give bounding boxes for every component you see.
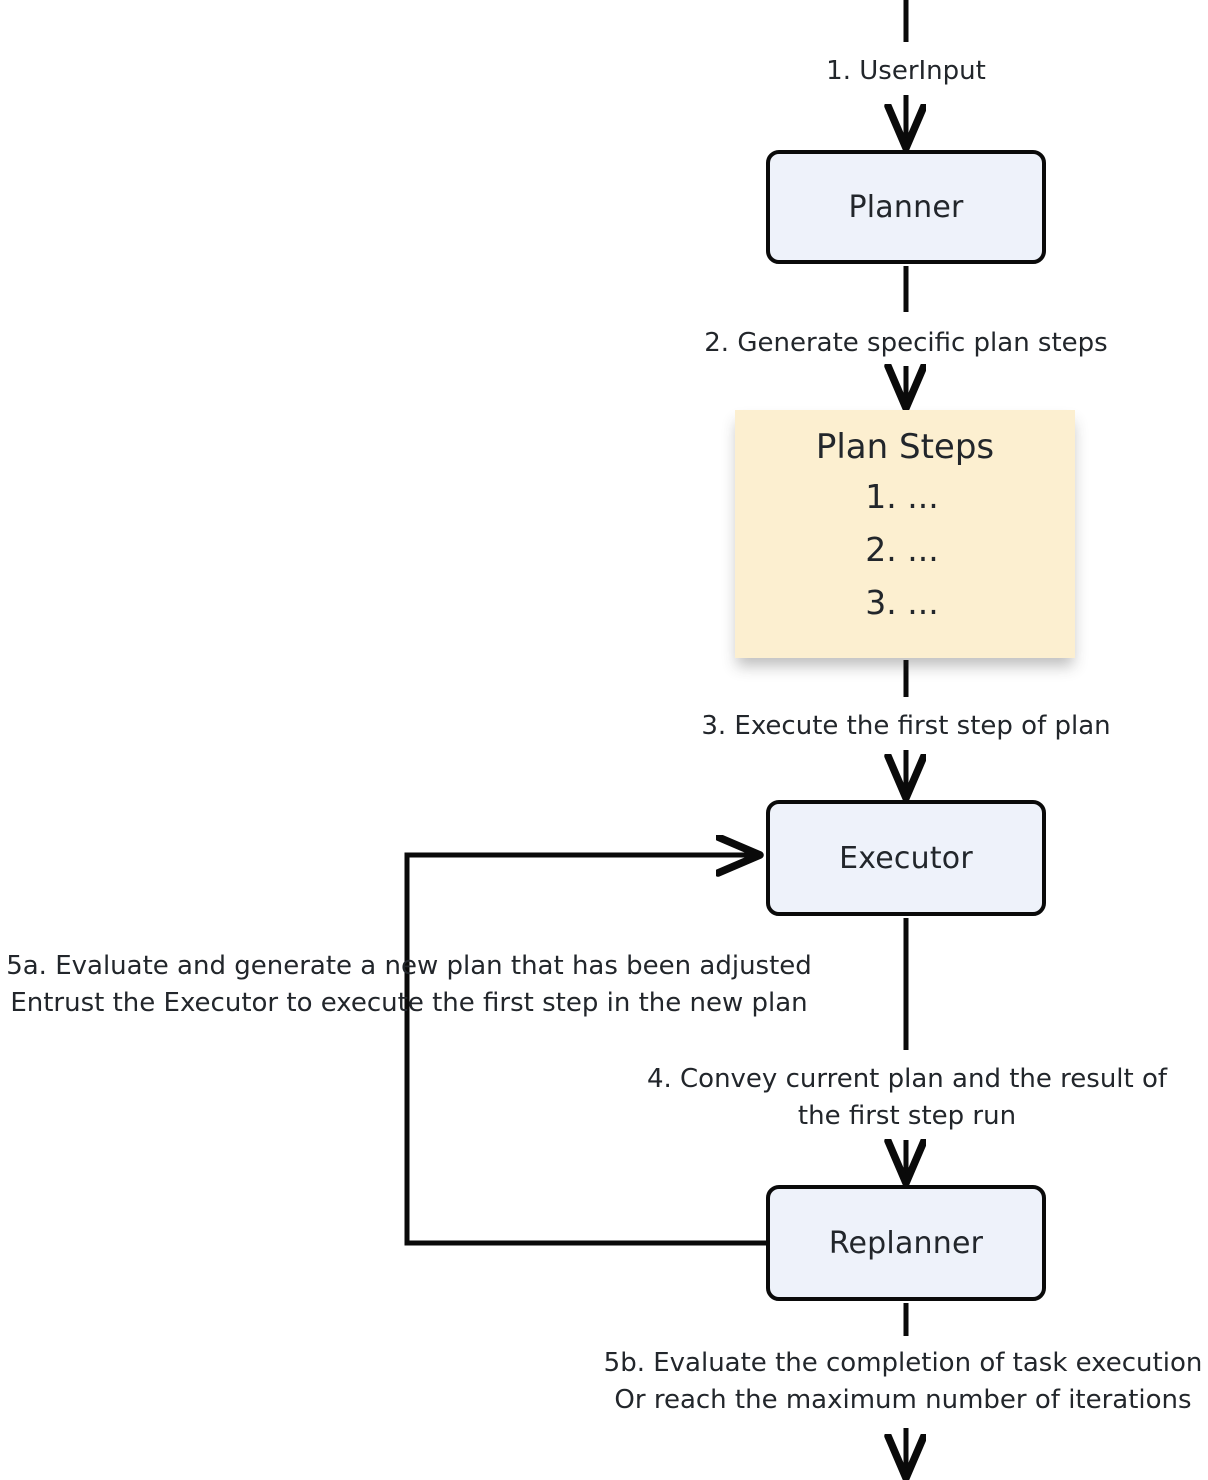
node-plan-steps[interactable]: Plan Steps 1. ... 2. ... 3. ... [735,410,1075,658]
plan-steps-title: Plan Steps [815,427,995,467]
node-replanner[interactable]: Replanner [766,1185,1046,1301]
edge-label-5b-evaluate-completion: 5b. Evaluate the completion of task exec… [603,1348,1203,1415]
plan-steps-list: 1. ... 2. ... 3. ... [735,471,1075,629]
node-replanner-label: Replanner [828,1225,984,1261]
plan-steps-item: 1. ... [865,477,939,517]
node-executor[interactable]: Executor [766,800,1046,916]
node-planner-label: Planner [848,189,964,225]
plan-steps-item: 3. ... [865,582,939,622]
edge-label-2-generate-plan-steps: 2. Generate specific plan steps [704,328,1108,358]
edge-label-3-execute-first-step: 3. Execute the first step of plan [701,711,1111,741]
plan-steps-item: 2. ... [865,529,939,569]
node-planner[interactable]: Planner [766,150,1046,264]
edge-label-4-convey-plan-result: 4. Convey current plan and the result of… [646,1064,1168,1131]
edge-replanner-to-executor-feedback [404,855,766,1246]
edge-label-5a-evaluate-new-plan: 5a. Evaluate and generate a new plan tha… [6,951,812,1018]
node-executor-label: Executor [839,840,973,876]
edge-label-1-userinput: 1. UserInput [826,56,986,86]
